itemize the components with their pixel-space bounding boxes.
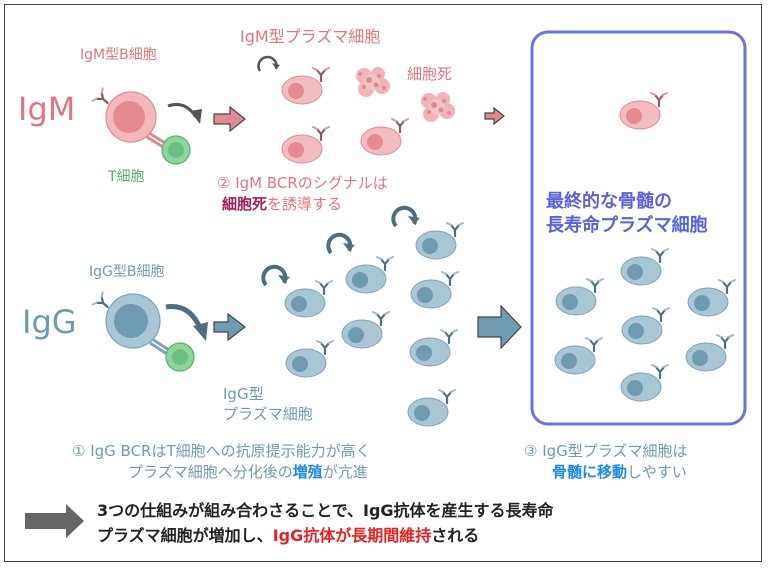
proliferation-arrow-icon bbox=[261, 205, 422, 287]
summary-part-b: される bbox=[431, 526, 480, 545]
t-cell-icon bbox=[161, 135, 191, 165]
igm-note-rest: を誘導する bbox=[267, 195, 343, 213]
igg-row-label: IgG bbox=[22, 303, 77, 341]
summary-emphasis: IgG抗体が長期間維持 bbox=[272, 526, 432, 545]
igm-b-cell-icon bbox=[91, 87, 166, 149]
summary-line2: プラズマ細胞が増加し、IgG抗体が長期間維持される bbox=[97, 522, 479, 546]
summary-part-a: プラズマ細胞が増加し、 bbox=[97, 526, 273, 545]
t-cell-icon-2 bbox=[165, 342, 195, 372]
igm-plasma-cell-icon bbox=[257, 55, 408, 163]
igm-note-line2: 細胞死を誘導する bbox=[222, 193, 342, 214]
igg-plasma-label-line1: IgG型 bbox=[223, 385, 264, 403]
igg-note-line1: ① IgG BCRはT細胞への抗原提示能力が高く bbox=[72, 442, 371, 460]
bone-marrow-box bbox=[530, 30, 747, 426]
igg-b-cell-icon bbox=[91, 291, 170, 356]
t-cell-label: T細胞 bbox=[108, 169, 145, 185]
summary-line1: 3つの仕組みが組み合わさることで、IgG抗体を産生する長寿命 bbox=[97, 501, 554, 520]
igg-note-line2: プラズマ細胞へ分化後の増殖が亢進 bbox=[128, 461, 368, 482]
right-arrow-icon bbox=[213, 105, 246, 133]
igm-note-line1: ② IgM BCRのシグナルは bbox=[217, 174, 388, 192]
bone-marrow-title-line1: 最終的な骨髄の bbox=[546, 191, 672, 212]
igg-note-part-b: が亢進 bbox=[322, 463, 368, 481]
bone-marrow-note-emphasis: 骨髄に移動 bbox=[552, 463, 628, 481]
igg-plasma-cell-icon bbox=[285, 223, 463, 426]
diagram-frame bbox=[4, 4, 762, 562]
igm-b-cell-label: IgM型B細胞 bbox=[80, 47, 157, 63]
bone-marrow-note-line1: ③ IgG型プラズマ細胞は bbox=[524, 442, 688, 460]
bone-marrow-note-line2: 骨髄に移動しやすい bbox=[552, 461, 687, 482]
igm-row-label: IgM bbox=[18, 90, 76, 128]
igg-plasma-label-line2: プラズマ細胞 bbox=[223, 405, 313, 423]
bone-marrow-title-line2: 長寿命プラズマ細胞 bbox=[546, 215, 708, 236]
igg-note-part-a: プラズマ細胞へ分化後の bbox=[128, 463, 293, 481]
igg-b-cell-label: IgG型B細胞 bbox=[89, 264, 165, 280]
bone-marrow-note-rest: しやすい bbox=[627, 463, 687, 481]
igm-note-emphasis: 細胞死 bbox=[222, 195, 268, 213]
igm-plasma-label: IgM型プラズマ細胞 bbox=[240, 27, 381, 46]
igg-note-emphasis: 増殖 bbox=[292, 463, 323, 481]
cell-death-label: 細胞死 bbox=[407, 65, 453, 83]
